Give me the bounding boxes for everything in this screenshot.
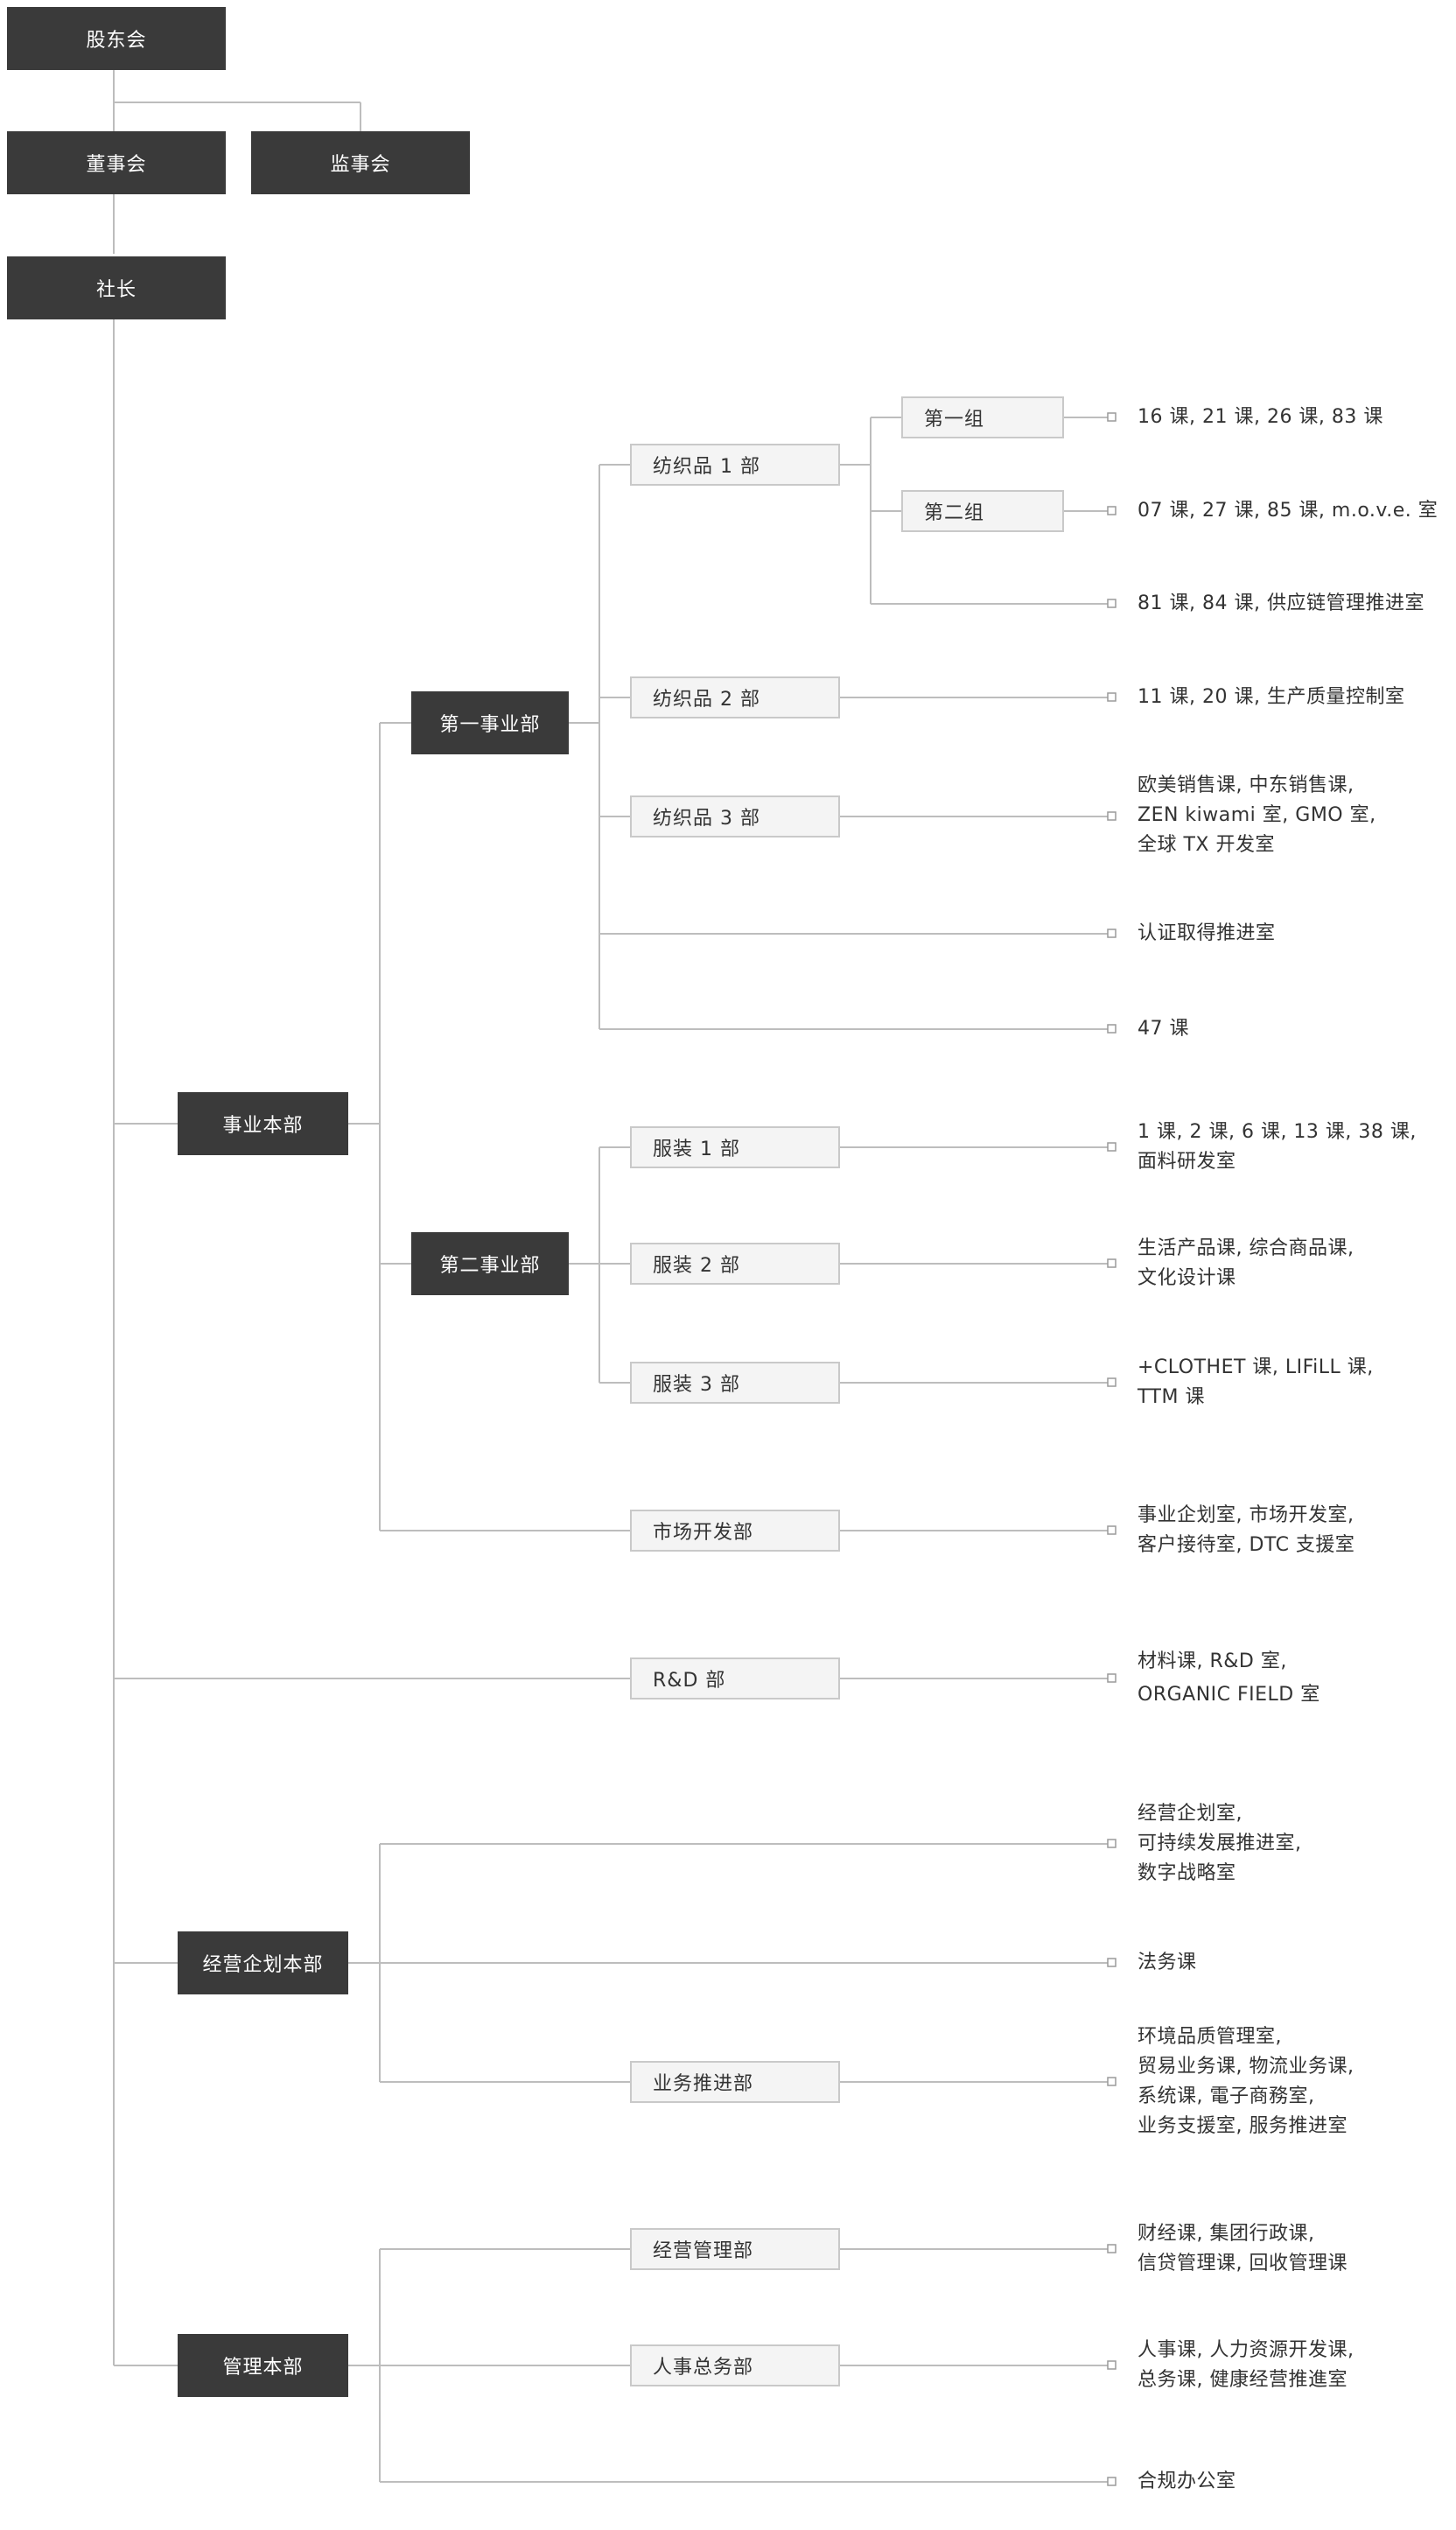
leaf-line: 面料研发室 bbox=[1138, 1151, 1236, 1173]
biz2-box: 第二事业部 bbox=[411, 1232, 569, 1295]
leaf-line: 11 课, 20 课, 生产质量控制室 bbox=[1138, 686, 1405, 708]
leaf-line: 事业企划室, 市场开发室, bbox=[1138, 1504, 1354, 1526]
leaf-t1-other: 81 课, 84 课, 供应链管理推进室 bbox=[1138, 589, 1452, 619]
leaf-line: 经营企划室, bbox=[1138, 1803, 1242, 1825]
biz-promo-box: 业务推进部 bbox=[630, 2061, 840, 2103]
leaf-line: 1 课, 2 课, 6 课, 13 课, 38 课, bbox=[1138, 1121, 1417, 1143]
leaf-line: 法务课 bbox=[1138, 1952, 1197, 1973]
rnd-box: R&D 部 bbox=[630, 1657, 840, 1700]
leaf-g1: 16 课, 21 课, 26 课, 83 课 bbox=[1138, 403, 1452, 432]
leaf-a2: 生活产品课, 综合商品课, 文化设计课 bbox=[1138, 1234, 1452, 1293]
leaf-line: 环境品质管理室, bbox=[1138, 2026, 1282, 2048]
leaf-line: 合规办公室 bbox=[1138, 2470, 1236, 2492]
leaf-cert: 认证取得推进室 bbox=[1138, 919, 1452, 949]
leaf-line: 文化设计课 bbox=[1138, 1267, 1236, 1289]
leaf-line: +CLOTHET 课, LIFiLL 课, bbox=[1138, 1356, 1374, 1378]
hr-dept-box: 人事总务部 bbox=[630, 2344, 840, 2386]
leaf-c47: 47 课 bbox=[1138, 1014, 1452, 1044]
leaf-legal: 法务课 bbox=[1138, 1948, 1452, 1978]
leaf-md: 事业企划室, 市场开发室, 客户接待室, DTC 支援室 bbox=[1138, 1501, 1452, 1560]
apparel1-box: 服装 1 部 bbox=[630, 1126, 840, 1168]
leaf-line: 人事课, 人力资源开发课, bbox=[1138, 2339, 1354, 2361]
leaf-promo: 环境品质管理室, 贸易业务课, 物流业务课, 系统课, 電子商務室, 业务支援室… bbox=[1138, 2022, 1452, 2141]
apparel3-box: 服装 3 部 bbox=[630, 1362, 840, 1404]
leaf-plan1: 经营企划室, 可持续发展推进室, 数字战略室 bbox=[1138, 1799, 1452, 1889]
leaf-a1: 1 课, 2 课, 6 课, 13 课, 38 课, 面料研发室 bbox=[1138, 1118, 1452, 1177]
group1-box: 第一组 bbox=[901, 396, 1064, 438]
leaf-line: 认证取得推进室 bbox=[1138, 922, 1276, 944]
market-dev-box: 市场开发部 bbox=[630, 1510, 840, 1552]
leaf-line: 业务支援室, 服务推进室 bbox=[1138, 2115, 1348, 2137]
leaf-line: ORGANIC FIELD 室 bbox=[1138, 1684, 1320, 1706]
leaf-line: 数字战略室 bbox=[1138, 1862, 1236, 1884]
business-hq-box: 事业本部 bbox=[178, 1092, 348, 1155]
textile3-box: 纺织品 3 部 bbox=[630, 795, 840, 837]
leaf-line: 生活产品课, 综合商品课, bbox=[1138, 1237, 1354, 1259]
leaf-a3: +CLOTHET 课, LIFiLL 课, TTM 课 bbox=[1138, 1353, 1452, 1412]
leaf-line: 财经课, 集团行政课, bbox=[1138, 2223, 1315, 2245]
leaf-line: ZEN kiwami 室, GMO 室, bbox=[1138, 804, 1376, 826]
textile2-box: 纺织品 2 部 bbox=[630, 676, 840, 718]
leaf-line: 可持续发展推进室, bbox=[1138, 1833, 1302, 1854]
leaf-line: TTM 课 bbox=[1138, 1386, 1205, 1408]
group2-box: 第二组 bbox=[901, 490, 1064, 532]
biz1-box: 第一事业部 bbox=[411, 691, 569, 754]
board-box: 董事会 bbox=[7, 131, 226, 194]
planning-hq-box: 经营企划本部 bbox=[178, 1931, 348, 1994]
apparel2-box: 服装 2 部 bbox=[630, 1243, 840, 1285]
leaf-t2: 11 课, 20 课, 生产质量控制室 bbox=[1138, 683, 1452, 712]
leaf-line: 47 课 bbox=[1138, 1018, 1189, 1040]
leaf-line: 系统课, 電子商務室, bbox=[1138, 2085, 1315, 2107]
leaf-line: 贸易业务课, 物流业务课, bbox=[1138, 2056, 1354, 2078]
mgmt-dept-box: 经营管理部 bbox=[630, 2228, 840, 2270]
leaf-line: 总务课, 健康经营推進室 bbox=[1138, 2369, 1348, 2391]
supervisors-box: 监事会 bbox=[251, 131, 470, 194]
leaf-t3: 欧美销售课, 中东销售课, ZEN kiwami 室, GMO 室, 全球 TX… bbox=[1138, 771, 1452, 860]
leaf-line: 欧美销售课, 中东销售课, bbox=[1138, 774, 1354, 796]
leaf-line: 信贷管理课, 回收管理课 bbox=[1138, 2253, 1348, 2274]
admin-hq-box: 管理本部 bbox=[178, 2334, 348, 2397]
leaf-g2: 07 课, 27 课, 85 课, m.o.v.e. 室 bbox=[1138, 496, 1452, 526]
president-box: 社长 bbox=[7, 256, 226, 319]
leaf-line: 16 课, 21 课, 26 课, 83 课 bbox=[1138, 406, 1383, 428]
textile1-box: 纺织品 1 部 bbox=[630, 444, 840, 486]
leaf-line: 81 课, 84 课, 供应链管理推进室 bbox=[1138, 592, 1424, 614]
leaf-rnd: 材料课, R&D 室, ORGANIC FIELD 室 bbox=[1138, 1645, 1452, 1712]
leaf-line: 07 课, 27 课, 85 课, m.o.v.e. 室 bbox=[1138, 500, 1438, 522]
leaf-hr: 人事课, 人力资源开发课, 总务课, 健康经营推進室 bbox=[1138, 2336, 1452, 2395]
leaf-line: 客户接待室, DTC 支援室 bbox=[1138, 1534, 1355, 1556]
shareholders-box: 股东会 bbox=[7, 7, 226, 70]
leaf-mgmt: 财经课, 集团行政课, 信贷管理课, 回收管理课 bbox=[1138, 2219, 1452, 2279]
leaf-line: 材料课, R&D 室, bbox=[1138, 1650, 1287, 1672]
leaf-compliance: 合规办公室 bbox=[1138, 2467, 1452, 2497]
leaf-line: 全球 TX 开发室 bbox=[1138, 834, 1275, 856]
